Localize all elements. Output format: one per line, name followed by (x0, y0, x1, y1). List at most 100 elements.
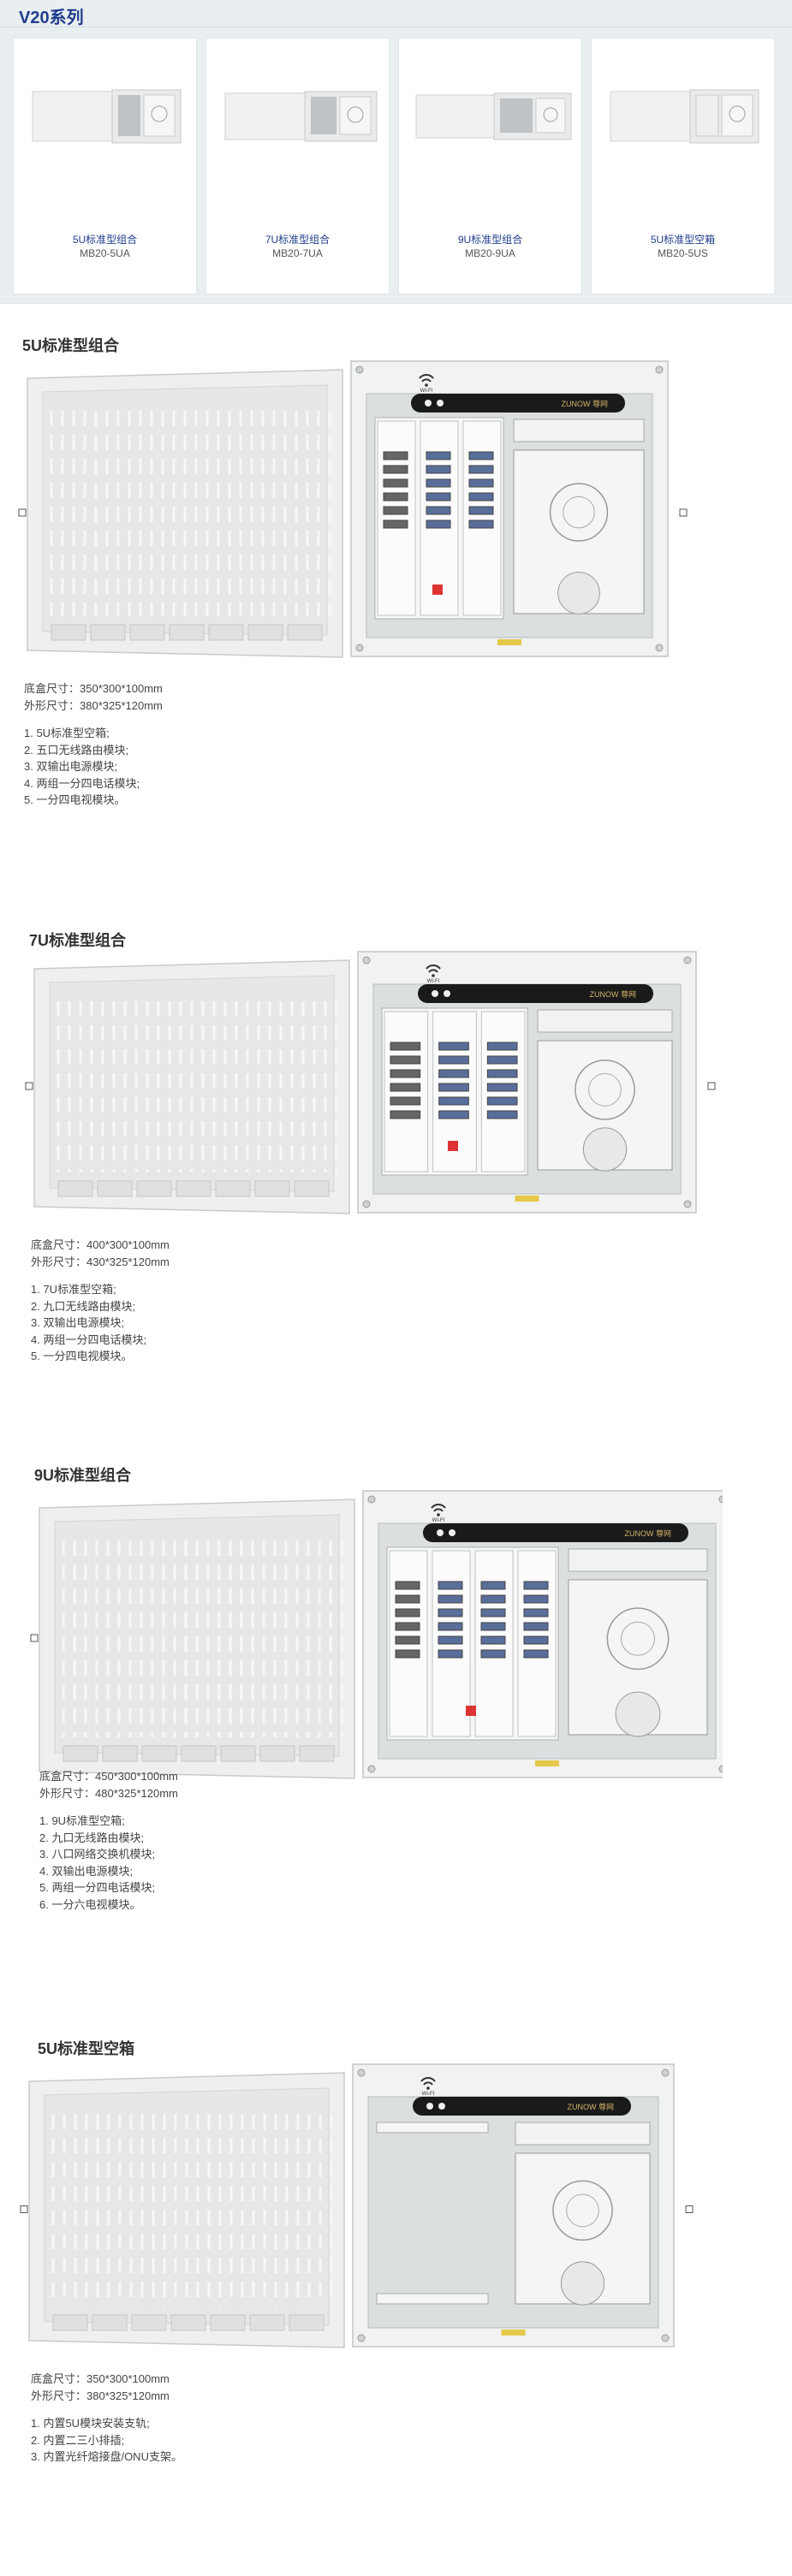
product-thumbnail (32, 89, 182, 144)
product-card-7ua[interactable]: 7U标准型组合 MB20-7UA (205, 38, 390, 294)
module-stack (374, 417, 504, 620)
brand-label: ZUNOW 尊网 (590, 989, 637, 999)
wifi-icon: WI-FI (419, 374, 434, 394)
series-title: V20系列 (19, 9, 84, 27)
warning-label (497, 639, 521, 645)
product-photo: ZUNOW 尊网 WI-FI (18, 360, 688, 658)
product-card-9ua[interactable]: 9U标准型组合 MB20-9UA (398, 38, 582, 294)
wifi-label: WI-FI (422, 2092, 435, 2097)
brand-bar: ZUNOW 尊网 (411, 394, 625, 413)
base-size: 底盒尺寸：350*300*100mm (24, 682, 163, 695)
warning-label (535, 1760, 559, 1766)
product-card-model: MB20-5US (658, 247, 708, 259)
product-section: 5U标准型组合 ZUNOW 尊网 WI-FI 底盒尺寸：350*300*100mm 外形… (0, 325, 792, 873)
brand-label: ZUNOW 尊网 (568, 2102, 615, 2111)
wifi-label: WI-FI (427, 979, 440, 984)
product-thumbnail (610, 89, 759, 144)
feature-list: 1. 5U标准型空箱; 2. 五口无线路由模块; 3. 双输出电源模块; 4. 两组一… (24, 725, 140, 809)
product-card-model: MB20-7UA (272, 247, 323, 259)
hinge-marker (20, 2205, 28, 2213)
feature-item: 1. 5U标准型空箱; (24, 727, 110, 739)
base-size: 底盒尺寸：450*300*100mm (39, 1770, 178, 1783)
feature-item: 3. 双输出电源模块; (24, 760, 118, 773)
product-card-name: 5U标准型组合 (72, 234, 138, 246)
series-header: V20系列 5U标准型组合 MB20-5UA 7U标准型组合 M (0, 0, 792, 304)
brand-bar: ZUNOW 尊网 (413, 2097, 631, 2116)
warning-label (501, 2330, 526, 2336)
feature-item: 5. 两组一分四电话模块; (39, 1881, 156, 1894)
feature-item: 3. 内置光纤熔接盘/ONU支架。 (31, 2450, 182, 2463)
section-title: 5U标准型空箱 (38, 2040, 135, 2057)
product-thumbnail (415, 92, 572, 140)
onu-bracket (513, 418, 645, 614)
module-rails (376, 2122, 489, 2305)
product-section: 9U标准型组合 ZUNOW 尊网 WI-FI 底盒尺寸：450*300*100mm 外形… (0, 1455, 792, 2003)
feature-item: 2. 五口无线路由模块; (24, 743, 129, 757)
feature-item: 1. 9U标准型空箱; (39, 1814, 125, 1827)
feature-item: 5. 一分四电视模块。 (31, 1350, 133, 1362)
section-title: 9U标准型组合 (34, 1467, 132, 1484)
feature-item: 2. 内置二三小排插; (31, 2433, 125, 2447)
hinge-marker (18, 508, 27, 517)
wifi-icon: WI-FI (420, 2077, 436, 2097)
wifi-label: WI-FI (432, 1518, 445, 1523)
hinge-marker (679, 508, 688, 517)
feature-list: 1. 7U标准型空箱;2. 九口无线路由模块;3. 双输出电源模块;4. 两组一… (31, 1281, 146, 1365)
section-title: 7U标准型组合 (29, 932, 127, 949)
feature-item: 2. 九口无线路由模块; (31, 1299, 136, 1313)
product-card-5us[interactable]: 5U标准型空箱 MB20-5US (591, 38, 775, 294)
product-section: 7U标准型组合 ZUNOW 尊网 WI-FI 底盒尺寸：400*300*100mm 外形… (0, 920, 792, 1468)
product-card-name: 5U标准型空箱 (650, 234, 716, 246)
spec-block: 底盒尺寸：400*300*100mm 外形尺寸：430*325*120mm (31, 1237, 170, 1271)
hinge-marker (25, 1082, 33, 1090)
onu-bracket (568, 1548, 708, 1737)
outer-size: 外形尺寸：480*325*120mm (39, 1787, 178, 1800)
wifi-icon: WI-FI (426, 965, 441, 984)
product-card-name: 9U标准型组合 (457, 234, 523, 246)
product-thumbnail (224, 91, 378, 142)
module-stack (386, 1546, 559, 1741)
hinge-marker (707, 1082, 716, 1090)
cabinet-door (27, 369, 343, 658)
feature-item: 5. 一分四电视模块。 (24, 793, 126, 806)
product-photo: ZUNOW 尊网 WI-FI (30, 1490, 723, 1779)
spec-block: 底盒尺寸：450*300*100mm 外形尺寸：480*325*120mm (39, 1768, 178, 1802)
feature-item: 3. 八口网络交换机模块; (39, 1848, 156, 1861)
feature-item: 2. 九口无线路由模块; (39, 1831, 145, 1844)
product-card-name: 7U标准型组合 (265, 234, 330, 246)
product-photo: ZUNOW 尊网 WI-FI (20, 2063, 694, 2348)
feature-item: 4. 两组一分四电话模块; (24, 776, 140, 790)
product-card-model: MB20-9UA (465, 247, 515, 259)
product-photo: ZUNOW 尊网 WI-FI (25, 951, 716, 1214)
hinge-marker (30, 1634, 39, 1642)
brand-label: ZUNOW 尊网 (562, 399, 609, 408)
outer-size: 外形尺寸：430*325*120mm (31, 1255, 170, 1268)
feature-item: 4. 两组一分四电话模块; (31, 1333, 147, 1346)
outer-size: 外形尺寸：380*325*120mm (24, 699, 163, 712)
brand-bar: ZUNOW 尊网 (418, 984, 653, 1003)
brand-label: ZUNOW 尊网 (625, 1528, 672, 1538)
product-card-5ua[interactable]: 5U标准型组合 MB20-5UA (13, 38, 197, 294)
warning-label (515, 1196, 539, 1202)
feature-item: 6. 一分六电视模块。 (39, 1897, 141, 1911)
feature-item: 3. 双输出电源模块; (31, 1316, 125, 1329)
cabinet-door (28, 2072, 345, 2348)
onu-bracket (515, 2122, 651, 2306)
feature-item: 1. 内置5U模块安装支轨; (31, 2417, 150, 2430)
cabinet-door (39, 1499, 355, 1779)
module-stack (381, 1007, 528, 1176)
wifi-icon: WI-FI (431, 1504, 446, 1523)
section-title: 5U标准型组合 (22, 337, 120, 354)
spec-block: 底盒尺寸：350*300*100mm 外形尺寸：380*325*120mm (24, 680, 163, 715)
base-size: 底盒尺寸：400*300*100mm (31, 1238, 170, 1251)
wifi-label: WI-FI (420, 389, 433, 394)
feature-list: 1. 9U标准型空箱; 2. 九口无线路由模块; 3. 八口网络交换机模块; 4. 双… (39, 1813, 155, 1913)
feature-item: 4. 双输出电源模块; (39, 1864, 134, 1878)
base-size: 底盒尺寸：350*300*100mm (31, 2372, 170, 2385)
brand-bar: ZUNOW 尊网 (423, 1523, 688, 1542)
hinge-marker (685, 2205, 694, 2213)
feature-list: 1. 内置5U模块安装支轨; 2. 内置二三小排插; 3. 内置光纤熔接盘/ONU支… (31, 2415, 182, 2466)
product-card-model: MB20-5UA (80, 247, 130, 259)
